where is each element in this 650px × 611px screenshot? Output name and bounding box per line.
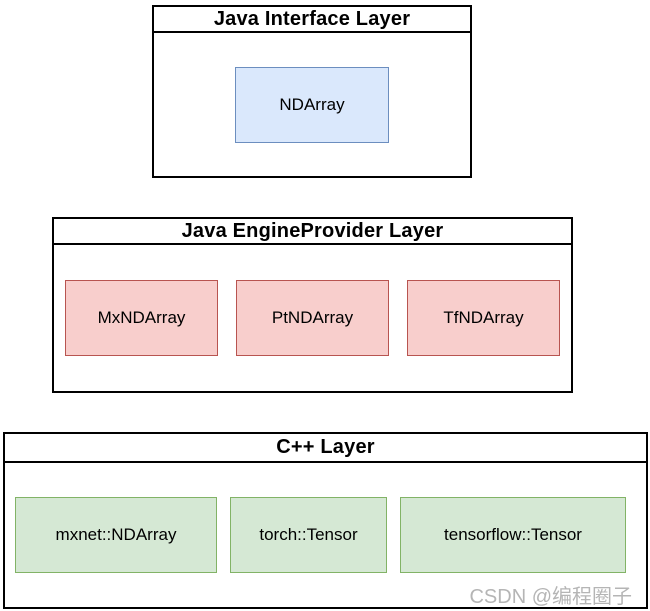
layer-title-cpp: C++ Layer <box>5 434 646 463</box>
layer-title-java-interface: Java Interface Layer <box>154 7 470 33</box>
layer-title-java-engineprovider: Java EngineProvider Layer <box>54 219 571 245</box>
node-tensorflow-tensor: tensorflow::Tensor <box>400 497 626 573</box>
node-torch-tensor: torch::Tensor <box>230 497 387 573</box>
csdn-watermark: CSDN @编程圈子 <box>469 586 632 608</box>
layer-body-java-interface: NDArray <box>154 33 470 176</box>
layer-java-engineprovider: Java EngineProvider Layer MxNDArray PtND… <box>52 217 573 393</box>
node-ndarray: NDArray <box>235 66 389 143</box>
node-ptndarray: PtNDArray <box>236 280 389 356</box>
layer-body-cpp: mxnet::NDArray torch::Tensor tensorflow:… <box>5 463 646 607</box>
layer-java-interface: Java Interface Layer NDArray <box>152 5 472 178</box>
node-tfndarray: TfNDArray <box>407 280 560 356</box>
layer-cpp: C++ Layer mxnet::NDArray torch::Tensor t… <box>3 432 648 609</box>
layer-body-java-engineprovider: MxNDArray PtNDArray TfNDArray <box>54 245 571 391</box>
node-mxndarray: MxNDArray <box>65 280 218 356</box>
node-mxnet-ndarray: mxnet::NDArray <box>15 497 217 573</box>
